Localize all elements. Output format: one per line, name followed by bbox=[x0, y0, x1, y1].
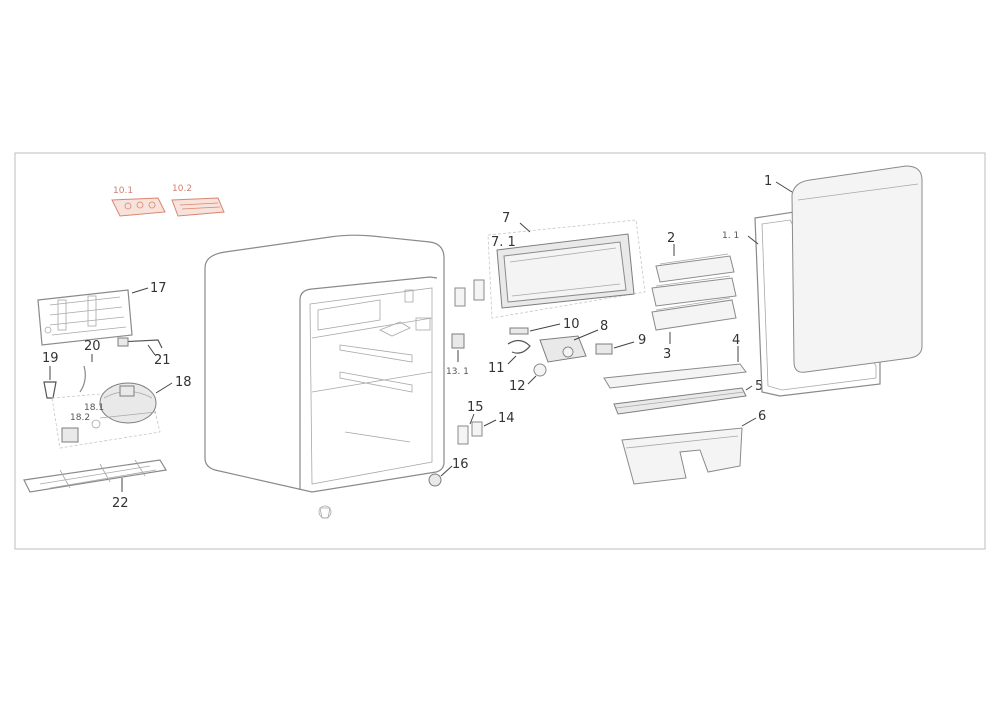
label-20: 20 bbox=[84, 339, 101, 354]
label-5: 5 bbox=[755, 379, 763, 394]
hinge-parts: 13. 1 15 14 16 bbox=[428, 279, 515, 487]
label-4: 4 bbox=[732, 333, 740, 348]
part-7-freezer-door: 7 7. 1 bbox=[487, 211, 646, 319]
label-13-1: 13. 1 bbox=[446, 367, 469, 377]
part-4-5-shelves: 4 5 bbox=[603, 333, 763, 415]
label-16: 16 bbox=[452, 457, 469, 472]
part-21: 21 bbox=[117, 337, 171, 368]
label-14: 14 bbox=[498, 411, 515, 426]
part-6-crisper: 6 bbox=[621, 409, 766, 485]
label-3: 3 bbox=[663, 347, 671, 362]
label-17: 17 bbox=[150, 281, 167, 296]
label-8: 8 bbox=[600, 319, 608, 334]
part-1-door: 1 1. 1 bbox=[722, 165, 923, 397]
label-22: 22 bbox=[112, 496, 129, 511]
label-10: 10 bbox=[563, 317, 580, 332]
label-7: 7 bbox=[502, 211, 510, 226]
label-10-2: 10.2 bbox=[172, 184, 192, 194]
ice-trays: 10.1 10.2 bbox=[111, 184, 225, 217]
label-11: 11 bbox=[488, 361, 505, 376]
label-7-1: 7. 1 bbox=[491, 235, 516, 250]
label-18-1: 18.1 bbox=[84, 403, 104, 413]
part-20: 20 bbox=[79, 339, 101, 393]
part-22-base: 22 bbox=[23, 459, 167, 511]
label-10-1: 10.1 bbox=[113, 186, 133, 196]
part-17-condenser: 17 bbox=[37, 281, 167, 346]
label-18: 18 bbox=[175, 375, 192, 390]
label-6: 6 bbox=[758, 409, 766, 424]
label-15: 15 bbox=[467, 400, 484, 415]
label-21: 21 bbox=[154, 353, 171, 368]
control-parts: 10 11 8 12 9 bbox=[488, 317, 646, 394]
label-1-1: 1. 1 bbox=[722, 231, 739, 241]
label-12: 12 bbox=[509, 379, 526, 394]
part-18-compressor: 18 18.1 18.2 bbox=[51, 375, 192, 449]
label-2: 2 bbox=[667, 231, 675, 246]
label-19: 19 bbox=[42, 351, 59, 366]
part-2-3-door-bins: 2 3 bbox=[651, 231, 737, 362]
label-18-2: 18.2 bbox=[70, 413, 90, 423]
label-9: 9 bbox=[638, 333, 646, 348]
cabinet bbox=[204, 234, 445, 519]
part-19: 19 bbox=[42, 351, 59, 399]
diagram-frame bbox=[14, 152, 986, 550]
label-1: 1 bbox=[764, 174, 772, 189]
